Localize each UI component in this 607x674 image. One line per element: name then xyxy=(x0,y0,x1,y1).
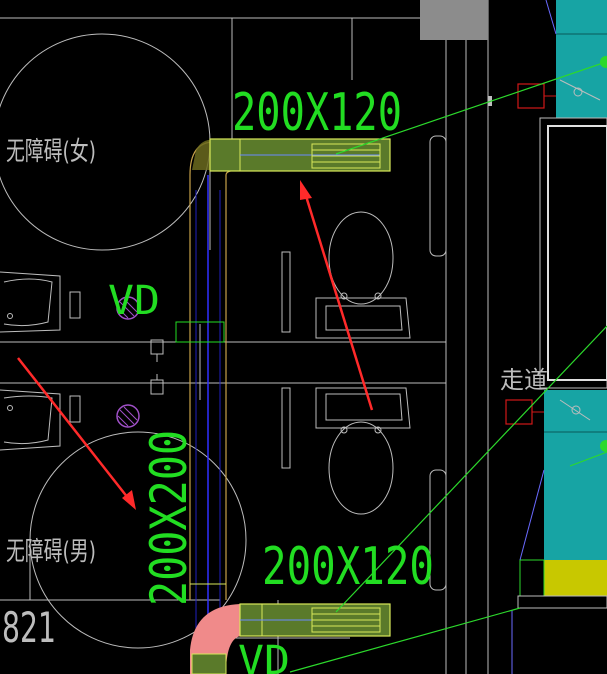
toilet-lower xyxy=(281,387,411,515)
room-label-male: 无障碍(男) xyxy=(6,537,96,567)
duct-size-label-upper: 200X120 xyxy=(232,83,402,143)
grab-bars xyxy=(429,135,447,591)
wall-lines xyxy=(0,0,489,674)
right-equipment xyxy=(488,0,607,674)
duct-upper xyxy=(192,138,391,172)
fixture-symbols xyxy=(150,324,201,400)
room-label-corridor: 走道 xyxy=(500,366,548,394)
leader-lines xyxy=(289,61,607,673)
vd-damper-lower xyxy=(116,404,140,428)
vd-damper-upper xyxy=(116,296,140,320)
duct-size-label-lower: 200X120 xyxy=(262,537,434,597)
grey-block xyxy=(420,0,488,40)
duct-lower xyxy=(190,603,391,674)
room-label-female: 无障碍(女) xyxy=(6,137,96,167)
annotation-arrow-lower xyxy=(17,357,136,510)
door-swing-male xyxy=(29,431,247,649)
duct-size-label-riser: 200X200 xyxy=(140,430,198,606)
annotation-arrow-upper xyxy=(300,180,374,411)
vd-label-upper: VD xyxy=(108,278,160,324)
partial-number: 821 xyxy=(2,603,56,652)
toilet-upper xyxy=(281,211,411,339)
sink-lower xyxy=(0,389,81,451)
vd-label-lower: VD xyxy=(238,638,290,674)
sink-upper xyxy=(0,271,81,333)
